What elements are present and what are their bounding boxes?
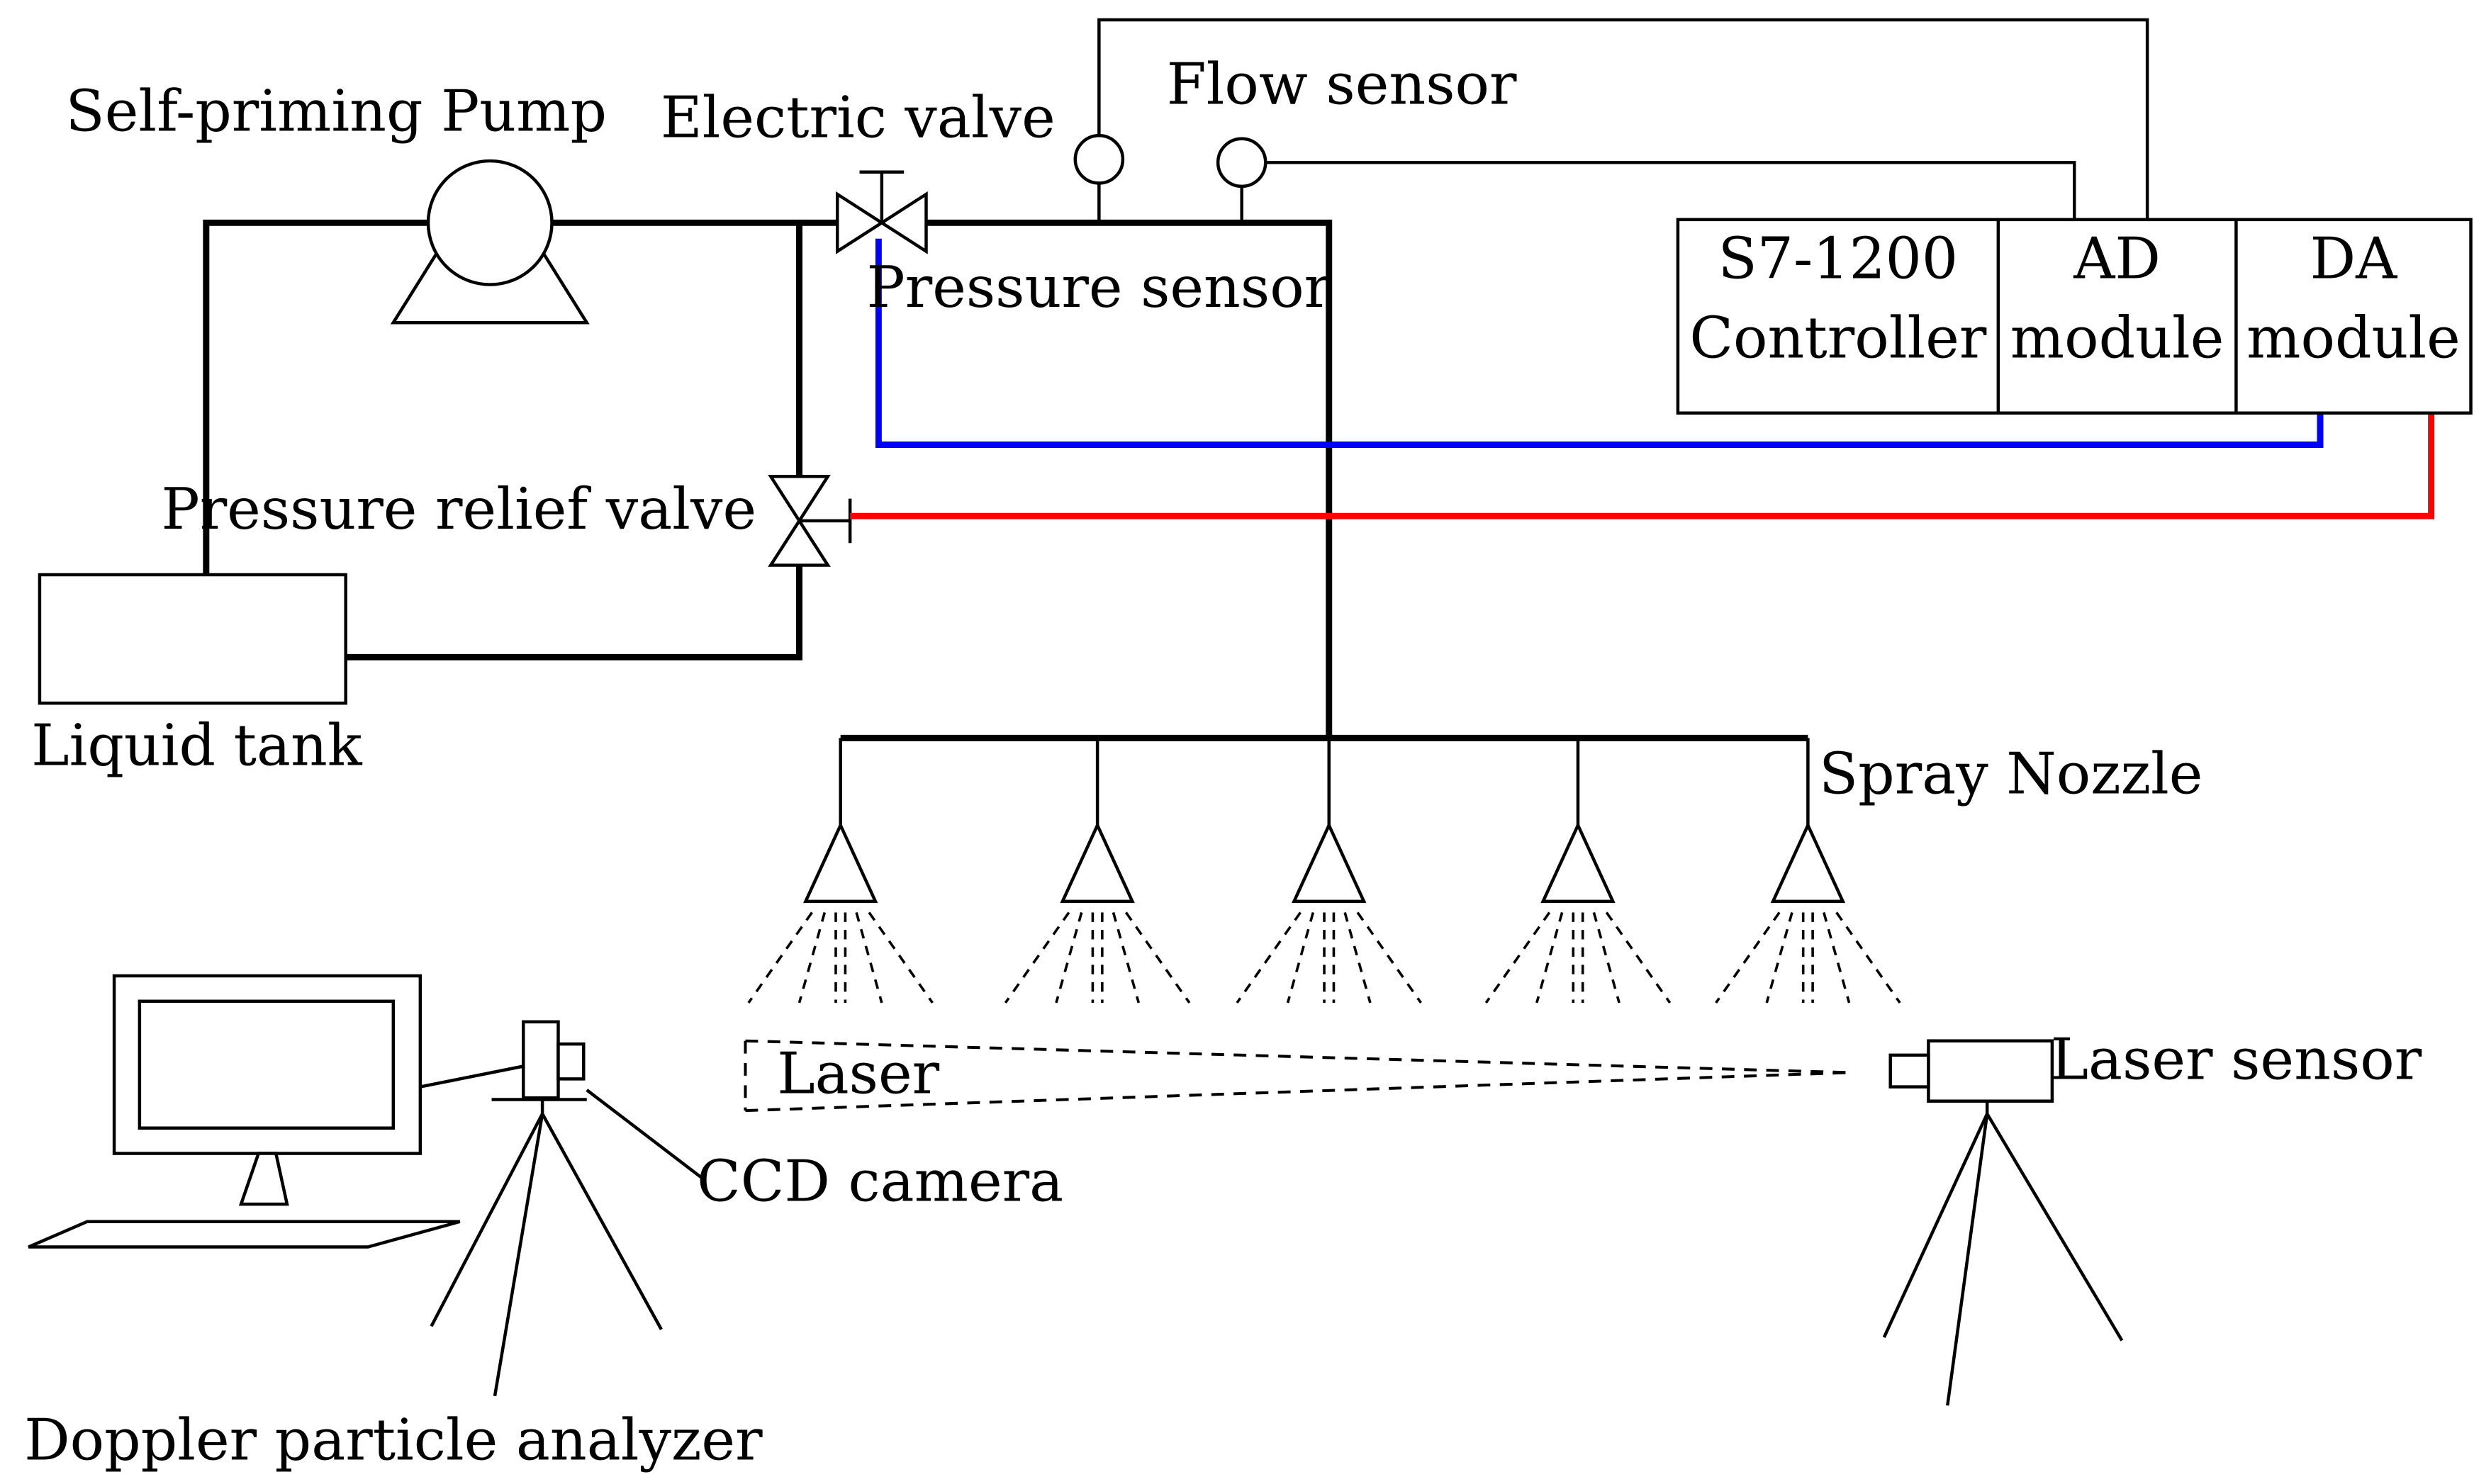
da-label-line2: module (2246, 304, 2461, 371)
wire-flow-sensor (1265, 161, 2076, 220)
laser-sensor-icon (1882, 1039, 2124, 1406)
ccd-camera-icon (420, 1020, 703, 1397)
computer-icon (28, 974, 461, 1249)
pipe-bypass-return (345, 565, 803, 661)
flow-sensor-icon (1216, 137, 1267, 223)
label-laser: Laser (777, 1040, 939, 1107)
signal-wires (1097, 18, 2149, 220)
label-pump: Self-priming Pump (66, 78, 607, 145)
keyboard-icon (28, 1220, 461, 1249)
ad-label-line1: AD (2073, 225, 2161, 292)
pressure-sensor-icon (1073, 134, 1125, 223)
label-liquid-tank: Liquid tank (31, 712, 363, 778)
label-electric-valve: Electric valve (661, 84, 1056, 151)
wire-da-to-electric-valve (875, 238, 2324, 449)
s7-label-line2: Controller (1689, 304, 1986, 371)
da-label-line1: DA (2310, 225, 2398, 292)
wire-da-to-relief-valve (850, 412, 2435, 519)
label-flow-sensor: Flow sensor (1167, 51, 1517, 118)
pipe-valve-to-manifold (926, 219, 1333, 738)
controller-block: S7-1200 Controller AD module DA module (1676, 218, 2473, 415)
label-pressure-sensor: Pressure sensor (867, 254, 1332, 320)
spray-nozzle-1 (747, 738, 934, 1004)
main-pipeline (203, 219, 1808, 741)
ad-label-line2: module (2010, 304, 2224, 371)
electric-valve-icon (835, 170, 928, 254)
monitor-screen (138, 999, 396, 1130)
s7-label-line1: S7-1200 (1718, 225, 1959, 292)
spray-nozzle-4 (1484, 738, 1672, 1004)
relief-valve-icon (768, 475, 852, 567)
pump-icon (390, 159, 590, 325)
spray-nozzle-2 (1004, 738, 1191, 1004)
liquid-tank (38, 573, 347, 705)
label-spray-nozzle: Spray Nozzle (1819, 741, 2202, 807)
label-laser-sensor: Laser sensor (2051, 1025, 2422, 1092)
label-doppler: Doppler particle analyzer (24, 1406, 763, 1473)
pipe-tank-to-pump (203, 219, 429, 575)
wire-pressure-sensor (1097, 18, 2149, 220)
monitor-stand (238, 1152, 289, 1206)
controller-frame (1676, 218, 2473, 415)
laser-beam (744, 1039, 1849, 1113)
spray-nozzles (747, 738, 1901, 1004)
label-ccd-camera: CCD camera (697, 1148, 1063, 1215)
spray-nozzle-3 (1236, 738, 1422, 1004)
spray-nozzle-5 (1715, 738, 1901, 1004)
label-relief-valve: Pressure relief valve (162, 476, 757, 542)
